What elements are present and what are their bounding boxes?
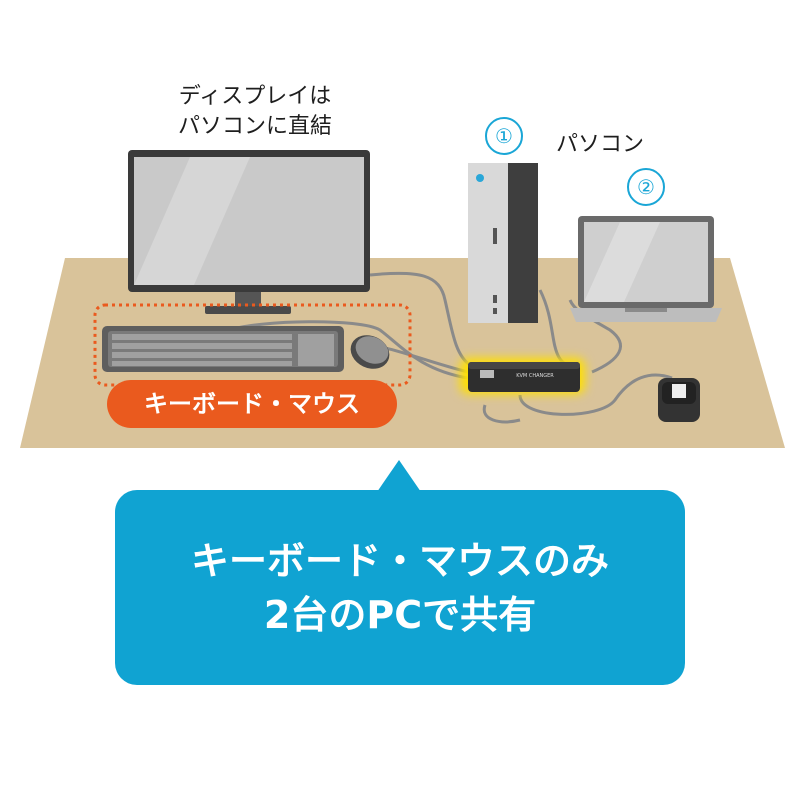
- kvm-switch-text: KVM CHANGER: [516, 373, 554, 379]
- keyboard-mouse-label: キーボード・マウス: [107, 380, 397, 428]
- number-badge-2: ②: [627, 168, 665, 206]
- callout-pointer: [377, 460, 421, 492]
- pc-label: パソコン: [556, 132, 645, 157]
- callout-line-2: 2台のPCで共有: [263, 592, 537, 637]
- tower-pc: [468, 163, 538, 323]
- monitor: [128, 150, 370, 314]
- mouse: [350, 335, 390, 369]
- cable-switch-to-remote: [518, 373, 673, 416]
- cable-tower-to-monitor-2: [482, 404, 521, 424]
- callout-line-1: キーボード・マウスのみ: [190, 538, 609, 583]
- keyboard: [102, 326, 344, 372]
- cable-monitor-to-tower: [369, 271, 471, 367]
- kvm-switch: KVM CHANGER: [460, 358, 585, 394]
- cable-keyboard: [229, 320, 469, 380]
- laptop: [570, 216, 722, 322]
- remote-switch: [658, 378, 700, 422]
- display-note-line2: パソコンに直結: [177, 114, 332, 139]
- display-note-line1: ディスプレイは: [178, 84, 332, 109]
- number-badge-1: ①: [485, 117, 523, 155]
- display-direct-note: ディスプレイは パソコンに直結: [150, 82, 360, 142]
- callout-box: キーボード・マウスのみ 2台のPCで共有: [115, 490, 685, 685]
